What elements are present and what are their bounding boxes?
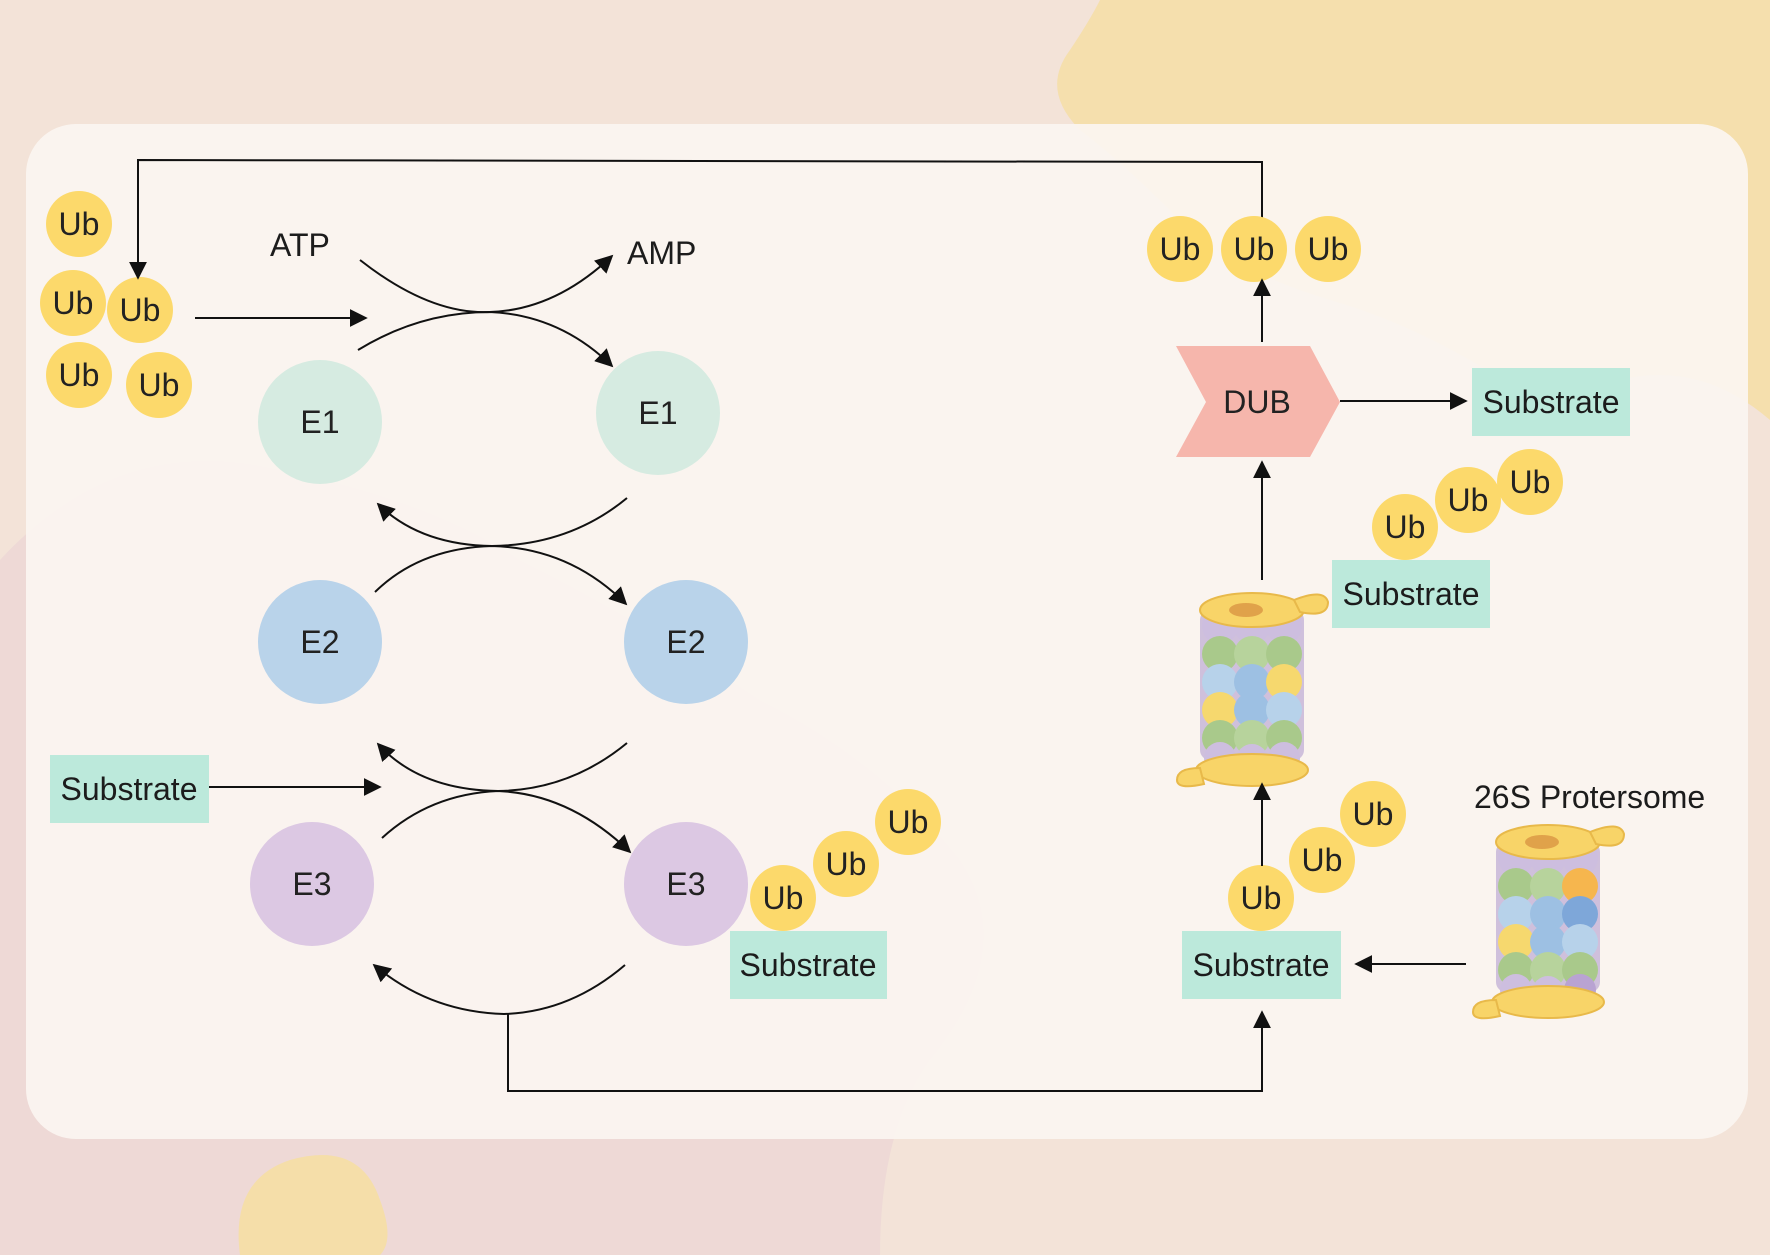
- svg-text:E1: E1: [638, 395, 677, 431]
- ub-pool: Ub Ub Ub Ub Ub: [40, 191, 192, 418]
- e3-left-node: E3: [250, 822, 374, 946]
- svg-text:Ub: Ub: [763, 880, 804, 916]
- svg-text:Substrate: Substrate: [1483, 384, 1620, 420]
- svg-text:E3: E3: [666, 866, 705, 902]
- e3-ub-chain: Ub Ub Ub: [750, 789, 941, 931]
- svg-text:Ub: Ub: [1308, 231, 1349, 267]
- e3-right-node: E3: [624, 822, 748, 946]
- proteasome-icon: [1471, 824, 1626, 1020]
- released-ub: Ub Ub Ub: [1147, 216, 1361, 282]
- svg-text:E2: E2: [666, 624, 705, 660]
- svg-text:Substrate: Substrate: [1343, 576, 1480, 612]
- cascade-arrows: [129, 158, 1271, 1092]
- active-proteasome-icon: [1175, 592, 1330, 788]
- tagged-ub-chain: Ub Ub Ub: [1228, 781, 1406, 931]
- ub-label: Ub: [59, 357, 100, 393]
- amp-label: AMP: [627, 235, 696, 271]
- proteasome-label: 26S Protersome: [1474, 779, 1705, 815]
- e1-left-node: E1: [258, 360, 382, 484]
- svg-text:Substrate: Substrate: [740, 947, 877, 983]
- bound-substrate-box: Substrate: [1332, 560, 1490, 628]
- svg-text:Ub: Ub: [888, 804, 929, 840]
- svg-text:Ub: Ub: [1353, 796, 1394, 832]
- svg-text:Ub: Ub: [1241, 880, 1282, 916]
- svg-text:E3: E3: [292, 866, 331, 902]
- svg-text:Substrate: Substrate: [1193, 947, 1330, 983]
- svg-text:Ub: Ub: [1510, 464, 1551, 500]
- ub-label: Ub: [120, 292, 161, 328]
- svg-text:Ub: Ub: [1448, 482, 1489, 518]
- substrate-input-box: Substrate: [50, 755, 209, 823]
- svg-text:Ub: Ub: [826, 846, 867, 882]
- released-substrate-box: Substrate: [1472, 368, 1630, 436]
- svg-text:Ub: Ub: [1302, 842, 1343, 878]
- svg-text:Ub: Ub: [1234, 231, 1275, 267]
- svg-text:E2: E2: [300, 624, 339, 660]
- svg-text:Ub: Ub: [1385, 509, 1426, 545]
- svg-text:E1: E1: [300, 404, 339, 440]
- svg-text:DUB: DUB: [1223, 384, 1291, 420]
- e1-right-node: E1: [596, 351, 720, 475]
- ub-label: Ub: [53, 285, 94, 321]
- degradation-arrows: [1253, 278, 1468, 973]
- dub-node: DUB: [1176, 346, 1340, 457]
- tagged-substrate-box: Substrate: [1182, 931, 1341, 999]
- atp-label: ATP: [270, 227, 330, 263]
- ub-label: Ub: [59, 206, 100, 242]
- bound-ub-chain: Ub Ub Ub: [1372, 449, 1563, 560]
- e2-left-node: E2: [258, 580, 382, 704]
- svg-text:Ub: Ub: [1160, 231, 1201, 267]
- svg-text:Substrate: Substrate: [61, 771, 198, 807]
- e2-right-node: E2: [624, 580, 748, 704]
- ub-label: Ub: [139, 367, 180, 403]
- e3-substrate-box: Substrate: [730, 931, 887, 999]
